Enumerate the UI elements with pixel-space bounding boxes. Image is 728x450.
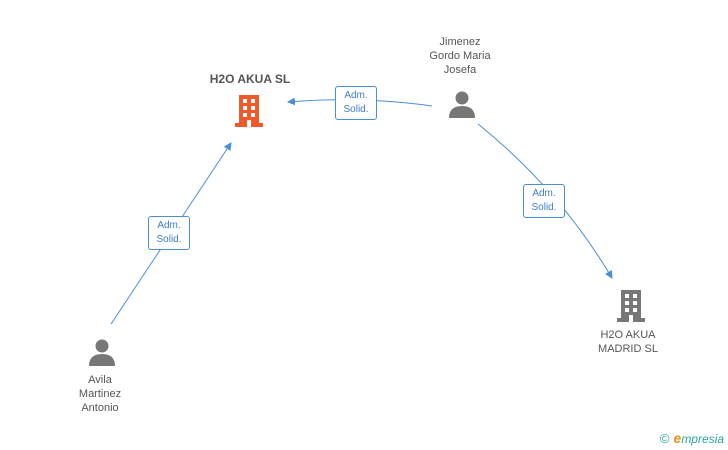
brand-watermark[interactable]: © empresia (660, 430, 724, 446)
building-icon[interactable] (616, 288, 646, 322)
edge-label-avila-h2o-akua-sl: Adm.Solid. (148, 216, 190, 250)
node-label-h2o-akua-madrid[interactable]: H2O AKUA MADRID SL (598, 329, 658, 355)
brand-name: mpresia (681, 432, 724, 446)
edge-label-jimenez-h2o-akua-sl: Adm.Solid. (335, 86, 377, 120)
node-label-avila[interactable]: Avila Martinez Antonio (78, 374, 122, 414)
person-icon[interactable] (448, 90, 476, 118)
person-icon[interactable] (88, 338, 116, 366)
copyright-symbol: © (659, 430, 670, 446)
brand-logo-initial: e (673, 430, 682, 446)
edge-label-jimenez-h2o-akua-madrid: Adm.Solid. (523, 184, 565, 218)
node-label-h2o-akua-sl[interactable]: H2O AKUA SL (209, 72, 291, 86)
node-label-jimenez[interactable]: Jimenez Gordo Maria Josefa (429, 36, 491, 76)
building-icon[interactable] (234, 93, 264, 127)
